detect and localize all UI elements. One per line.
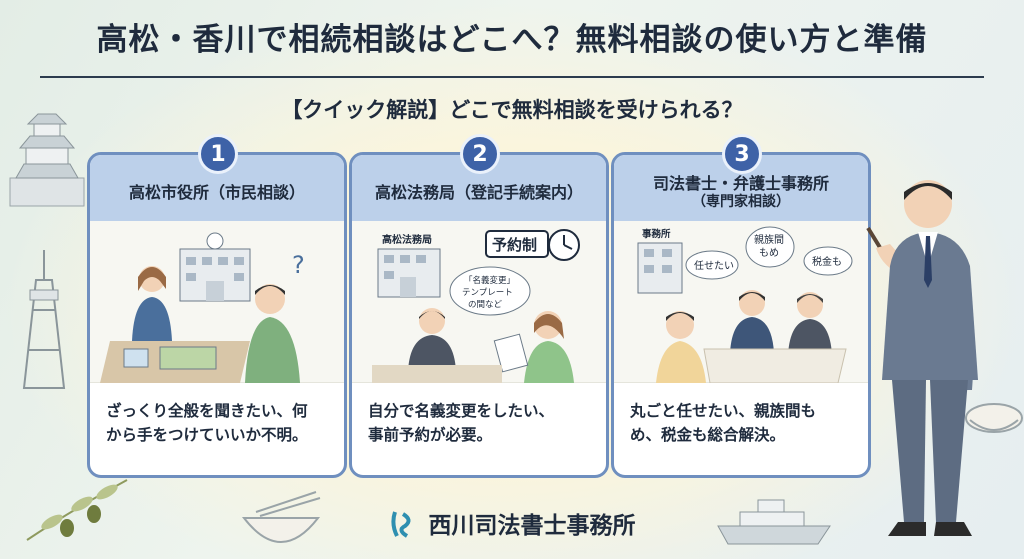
noodle-bowl-illustration [965, 403, 1023, 433]
footer-firm-name: 西川司法書士事務所 [428, 513, 636, 539]
ferry-illustration [717, 499, 831, 545]
card-subtitle: （専門家相談） [692, 194, 790, 211]
page-title: 高松・香川で相続相談はどこへ？無料相談の使い方と準備 [96, 22, 928, 58]
card-description: 自分で名義変更をしたい、 事前予約が必要。 [368, 402, 555, 445]
step-number-3: 3 [722, 134, 762, 174]
card-legal-affairs-bureau: 高松法務局（登記手続案内） 高松法務局 予約制 「名義変更」 テンプレート の間… [349, 152, 609, 478]
page-subtitle: 【クイック解説】どこで無料相談を受けられる？ [281, 98, 743, 122]
card-description: 丸ごと任せたい、親族間も め、税金も総合解決。 [630, 402, 817, 445]
card-heading: 司法書士・弁護士事務所 （専門家相談） [614, 155, 868, 221]
svg-text:?: ? [292, 251, 305, 279]
reservation-badge: 予約制 [492, 236, 537, 254]
card-illustration: ? [90, 221, 344, 383]
card-title: 司法書士・弁護士事務所 [652, 174, 829, 194]
card-description: ざっくり全般を聞きたい、何 から手をつけていいか不明。 [106, 402, 308, 445]
card-law-office: 司法書士・弁護士事務所 （専門家相談） 事務所 任せたい 親族間 もめ 税金も [611, 152, 871, 478]
card-city-hall: 高松市役所（市民相談） ? ざっくり全般を聞きたい、何 から手 [87, 152, 347, 478]
svg-text:親族間: 親族間 [754, 233, 784, 246]
tower-illustration [22, 250, 66, 389]
title-divider [40, 76, 984, 78]
svg-text:任せたい: 任せたい [694, 259, 734, 272]
olive-branch-illustration [26, 479, 128, 541]
step-number-2: 2 [460, 134, 500, 174]
udon-bowl-illustration [241, 491, 321, 543]
card-illustration: 事務所 任せたい 親族間 もめ 税金も [614, 221, 868, 383]
svg-text:テンプレート: テンプレート [462, 288, 513, 298]
presenter-illustration [866, 180, 978, 536]
firm-logo-icon [390, 511, 410, 538]
office-sign: 事務所 [642, 228, 671, 240]
svg-text:税金も: 税金も [812, 255, 842, 268]
svg-text:「名義変更」: 「名義変更」 [464, 275, 515, 286]
svg-text:の間など: の間など [468, 300, 503, 310]
svg-text:もめ: もめ [759, 247, 779, 259]
card-heading: 高松市役所（市民相談） [90, 155, 344, 221]
footer-brand: 西川司法書士事務所 [0, 506, 1024, 540]
castle-illustration [9, 113, 85, 207]
step-number-1: 1 [198, 134, 238, 174]
card-title: 高松市役所（市民相談） [128, 183, 305, 202]
card-heading: 高松法務局（登記手続案内） [352, 155, 606, 221]
bureau-sign: 高松法務局 [382, 233, 432, 246]
card-title: 高松法務局（登記手続案内） [374, 183, 583, 202]
card-illustration: 高松法務局 予約制 「名義変更」 テンプレート の間など [352, 221, 606, 383]
